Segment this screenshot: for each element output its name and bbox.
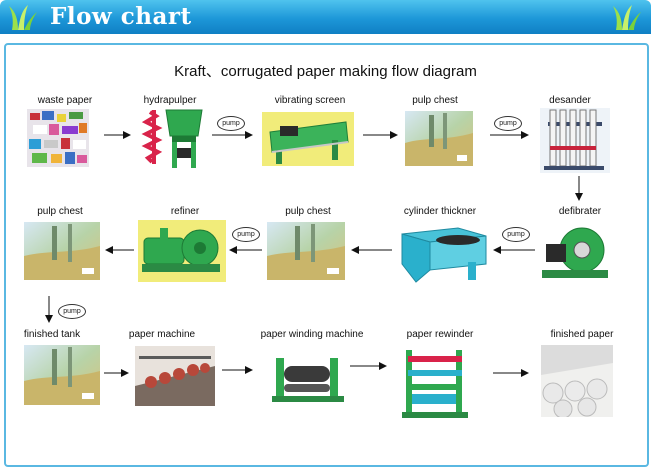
label-paper-rewinder: paper rewinder [406,329,474,340]
label-cylinder-thickner: cylinder thickner [403,206,477,217]
label-waste-paper: waste paper [37,95,93,106]
paper-winding-machine-image [270,350,346,405]
pulp-chest-2-image [267,222,345,280]
waste-paper-image [27,109,89,167]
cylinder-thickner-image [398,220,490,286]
pump-label: pump [232,227,260,242]
finished-paper-image [541,345,613,417]
label-vibrating-screen: vibrating screen [274,95,346,106]
label-paper-machine: paper machine [128,329,196,340]
paper-machine-image [135,346,215,406]
finished-tank-image [24,345,100,405]
header-bar: Flow chart [0,0,651,34]
label-paper-winding-machine: paper winding machine [260,329,364,340]
label-hydrapulper: hydrapulper [143,95,197,106]
pump-label: pump [494,116,522,131]
label-finished-paper: finished paper [550,329,614,340]
label-finished-tank: finished tank [23,329,81,340]
pump-label: pump [58,304,86,319]
grass-icon [9,5,37,30]
label-desander: desander [549,95,591,106]
desander-image [540,108,610,173]
pulp-chest-3-image [24,222,100,280]
defibrater-image [540,222,610,284]
pump-label: pump [502,227,530,242]
hydrapulper-image [138,106,210,170]
label-refiner: refiner [170,206,200,217]
label-defibrater: defibrater [558,206,602,217]
paper-rewinder-image [398,346,472,420]
pump-label: pump [217,116,245,131]
label-pulp-chest-2: pulp chest [285,206,331,217]
vibrating-screen-image [262,112,354,166]
pulp-chest-1-image [405,111,473,166]
label-pulp-chest-1: pulp chest [412,95,458,106]
grass-icon [613,5,641,30]
page-title: Flow chart [50,3,192,30]
label-pulp-chest-3: pulp chest [37,206,83,217]
refiner-image [138,220,226,282]
diagram-title: Kraft、corrugated paper making flow diagr… [174,63,477,80]
